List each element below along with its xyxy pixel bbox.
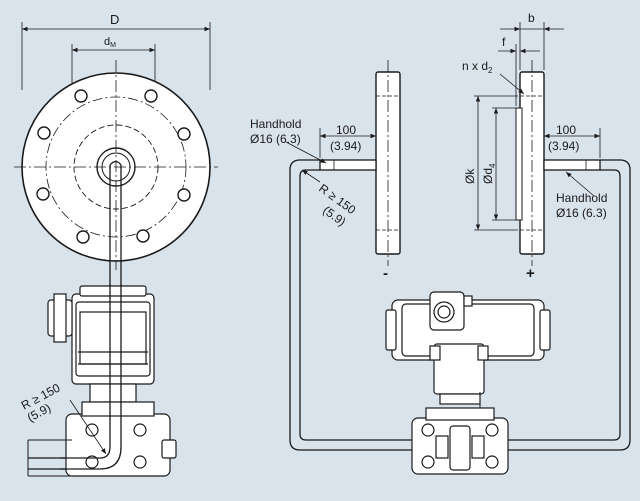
dimension-k	[474, 95, 518, 231]
diaphragm	[101, 152, 131, 182]
left-view: D dM	[14, 12, 218, 477]
pressure-cell	[65, 413, 171, 477]
bolt-hole	[37, 126, 51, 140]
handhold-right	[543, 159, 601, 171]
dimension-D	[21, 22, 211, 90]
diaphragm-ring	[96, 147, 136, 187]
radius-leader-right	[301, 169, 321, 183]
radius-leader-left	[69, 399, 107, 455]
label-left-length-in: (3.94)	[330, 139, 361, 153]
minus-sign: -	[383, 265, 388, 282]
label-right-length-in: (3.94)	[548, 139, 579, 153]
plus-sign: +	[526, 265, 535, 282]
bolt-hole	[177, 188, 191, 202]
label-f: f	[502, 35, 506, 49]
bolt-hole	[136, 229, 150, 243]
handhold-left	[319, 159, 377, 171]
bolt-holes	[36, 89, 191, 244]
capillary-left-front	[27, 284, 122, 477]
label-D: D	[110, 12, 119, 27]
label-b: b	[528, 11, 535, 25]
transmitter-left	[47, 285, 177, 477]
bolt-hole	[36, 187, 50, 201]
label-left-handhold-dim: Ø16 (6.3)	[250, 132, 301, 146]
capillary-loop	[289, 159, 631, 451]
bolt-hole	[144, 89, 158, 103]
label-k: Øk	[463, 168, 477, 184]
label-right-handhold-dim: Ø16 (6.3)	[556, 206, 607, 220]
right-view	[285, 22, 631, 475]
label-left-handhold: Handhold	[250, 117, 301, 131]
bolt-hole	[76, 230, 90, 244]
label-d4: Ød4	[481, 163, 497, 184]
transmitter-right	[385, 291, 551, 475]
housing-cover-top	[79, 285, 147, 297]
label-dM: dM	[104, 36, 116, 49]
dimension-right-100	[544, 128, 601, 158]
label-right-handhold: Handhold	[556, 191, 607, 205]
sealing-face	[73, 124, 159, 210]
flange-minus	[375, 60, 401, 266]
bolt-hole	[177, 127, 191, 141]
bolts-leader	[499, 73, 525, 95]
dimension-b	[500, 22, 564, 70]
dimension-left-100	[319, 128, 376, 158]
handhold-right-leader	[565, 171, 595, 197]
bolt-hole	[74, 89, 88, 103]
label-left-length: 100	[336, 123, 356, 137]
label-right-length: 100	[556, 123, 576, 137]
label-bolts: n x d2	[462, 59, 493, 75]
dimension-d4	[492, 107, 516, 221]
